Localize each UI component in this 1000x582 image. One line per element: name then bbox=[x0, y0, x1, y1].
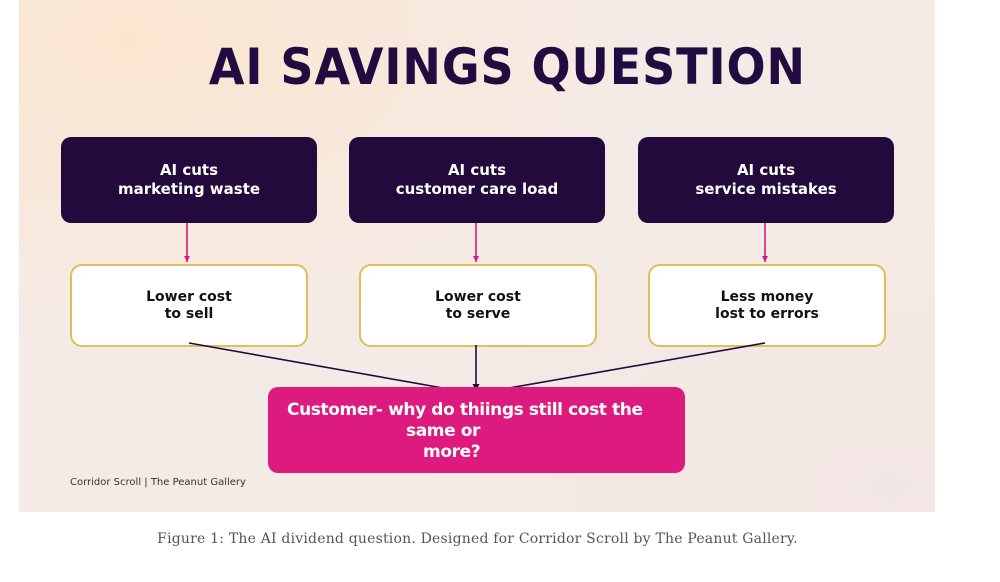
question-line2: same or bbox=[406, 421, 481, 441]
effect-line1: Lower cost bbox=[435, 288, 521, 305]
cause-line1: AI cuts bbox=[736, 161, 796, 179]
effect-line1: Lower cost bbox=[146, 288, 232, 305]
cause-box-marketing: AI cuts marketing waste bbox=[61, 137, 317, 223]
question-box: Customer- why do thiings still cost the … bbox=[268, 387, 685, 473]
question-line3: more? bbox=[423, 442, 481, 462]
diagram-title: AI SAVINGS QUESTION bbox=[208, 38, 806, 96]
figure-caption: Figure 1: The AI dividend question. Desi… bbox=[157, 531, 798, 547]
effect-box-sell: Lower cost to sell bbox=[70, 264, 308, 347]
effect-box-errors: Less money lost to errors bbox=[648, 264, 886, 347]
effect-box-serve: Lower cost to serve bbox=[359, 264, 597, 347]
cause-line2: marketing waste bbox=[117, 180, 261, 198]
cause-line1: AI cuts bbox=[447, 161, 507, 179]
credit-text: Corridor Scroll | The Peanut Gallery bbox=[70, 477, 246, 488]
effect-line2: lost to errors bbox=[715, 305, 819, 322]
diagram-figure: AI SAVINGS QUESTION AI cuts marketing wa… bbox=[19, 0, 935, 512]
arrow-effect-to-question-1 bbox=[188, 342, 472, 396]
effect-line2: to serve bbox=[445, 305, 511, 322]
cause-box-service: AI cuts service mistakes bbox=[638, 137, 894, 223]
connector-arrows bbox=[184, 223, 768, 396]
question-line1: Customer- why do thiings still cost the bbox=[287, 400, 643, 420]
effect-line1: Less money bbox=[720, 288, 814, 305]
cause-box-customer-care: AI cuts customer care load bbox=[349, 137, 605, 223]
arrow-effect-to-question-3 bbox=[480, 342, 766, 396]
cause-line2: customer care load bbox=[395, 180, 559, 198]
cause-line2: service mistakes bbox=[695, 180, 837, 198]
effect-line2: to sell bbox=[164, 305, 214, 322]
cause-line1: AI cuts bbox=[159, 161, 219, 179]
